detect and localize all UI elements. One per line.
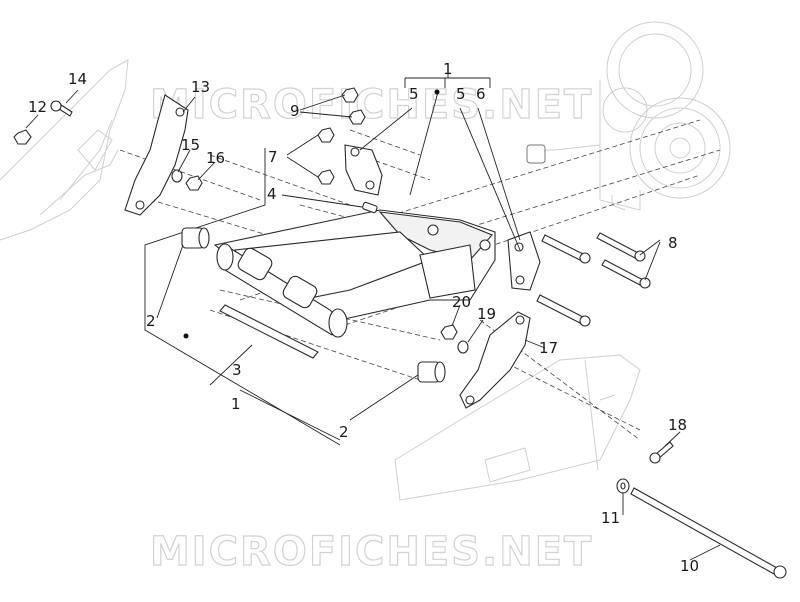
callout-11: 11 — [601, 509, 620, 527]
callout-2-bottom: 2 — [339, 423, 349, 441]
callout-6: 6 — [476, 85, 486, 103]
callout-16: 16 — [206, 149, 225, 167]
washer-11 — [616, 478, 630, 494]
callout-10: 10 — [680, 557, 699, 575]
callout-14: 14 — [68, 70, 87, 88]
watermark-bottom: MICROFICHES.NET — [150, 529, 593, 575]
callout-15: 15 — [181, 136, 200, 154]
callout-3: 3 — [232, 361, 242, 379]
swing-arm — [213, 209, 496, 338]
bolt-14 — [50, 100, 73, 117]
bolt-18 — [649, 441, 674, 464]
callout-7: 7 — [268, 148, 278, 166]
ghost-frame-left — [0, 59, 129, 241]
bolts-8 — [536, 232, 651, 327]
link-plate-right — [507, 231, 541, 291]
callout-8: 8 — [668, 234, 678, 252]
bracket-13 — [124, 94, 189, 216]
link-plate-upper — [344, 144, 383, 196]
leader-lines — [25, 72, 721, 561]
callout-18: 18 — [668, 416, 687, 434]
callout-5-left: 5 — [409, 85, 419, 103]
pivot-shaft — [219, 304, 319, 359]
callout-2-left: 2 — [146, 312, 156, 330]
ghost-fender — [394, 354, 641, 501]
callout-9: 9 — [290, 102, 300, 120]
callout-20: 20 — [452, 293, 471, 311]
callout-12: 12 — [28, 98, 47, 116]
callout-4: 4 — [267, 185, 277, 203]
callout-1-bottom: 1 — [231, 395, 241, 413]
bushing-upper — [181, 227, 210, 249]
callout-13: 13 — [191, 78, 210, 96]
callout-19: 19 — [477, 305, 496, 323]
washer-12 — [13, 129, 32, 145]
callout-1-top: 1 — [443, 60, 453, 78]
nuts-7 — [317, 127, 335, 185]
callout-labels: 1 1 2 2 3 4 5 5 6 7 8 9 10 11 12 14 13 1… — [28, 60, 699, 575]
washer-19 — [457, 340, 469, 354]
grease-nipple — [362, 201, 378, 214]
bracket-17 — [459, 311, 531, 409]
bushing-lower — [417, 361, 446, 383]
callout-5-right: 5 — [456, 85, 466, 103]
ghost-engine — [526, 21, 731, 211]
washer-15 — [171, 169, 183, 183]
nut-20 — [440, 324, 458, 340]
callout-17: 17 — [539, 339, 558, 357]
long-bolt-10 — [630, 487, 787, 579]
watermark-top: MICROFICHES.NET — [150, 82, 593, 128]
